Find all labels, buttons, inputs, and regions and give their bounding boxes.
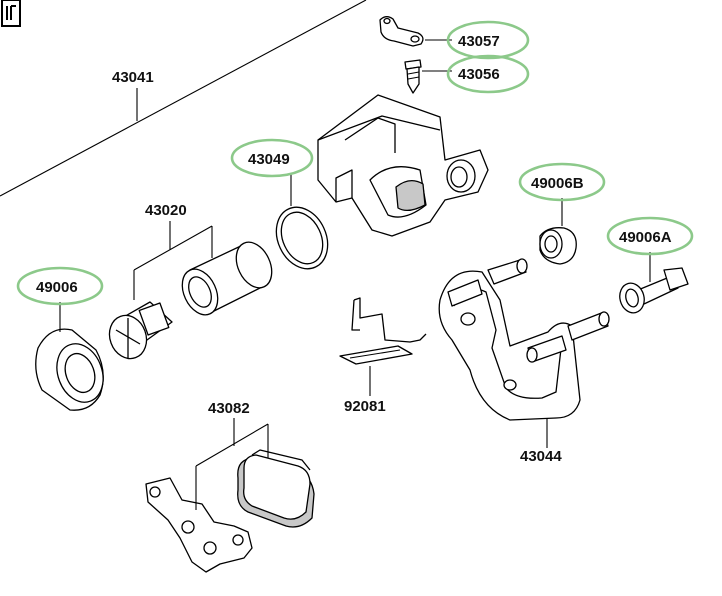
part-seal-ring [275, 174, 329, 270]
assembly-line-43041 [0, 0, 367, 197]
page-corner-icon [1, 0, 21, 27]
part-pad-spring [339, 297, 427, 396]
label-43056: 43056 [458, 66, 500, 83]
highlight-43057 [446, 20, 530, 60]
label-92081: 92081 [344, 398, 386, 415]
label-43044: 43044 [520, 448, 562, 465]
label-43041: 43041 [112, 69, 154, 86]
part-piston [181, 241, 273, 316]
highlight-43049 [230, 138, 314, 178]
label-49006A: 49006A [619, 229, 672, 246]
highlight-49006B [518, 162, 606, 202]
label-43049: 43049 [248, 151, 290, 168]
part-bleeder-cap [379, 16, 452, 47]
part-dust-boot [35, 302, 104, 411]
part-piston-insulator [108, 301, 173, 360]
leader-43020 [133, 221, 213, 300]
label-43020: 43020 [145, 202, 187, 219]
highlight-43056 [446, 54, 530, 94]
part-brake-pad [237, 449, 315, 528]
part-pad-shim [145, 477, 253, 573]
highlight-49006 [16, 266, 104, 306]
part-pin-boot-small [539, 198, 577, 265]
part-pin-bolt [619, 252, 689, 314]
part-caliper-bracket [438, 258, 610, 448]
leader-43082 [195, 418, 269, 510]
part-bleeder-valve [404, 59, 452, 94]
part-caliper-body [317, 94, 489, 237]
label-43057: 43057 [458, 33, 500, 50]
highlight-49006A [606, 216, 694, 256]
highlight-marks [16, 20, 694, 306]
label-49006: 49006 [36, 279, 78, 296]
part-labels: 43041 43057 43056 43049 43020 49006B 490… [36, 33, 672, 465]
label-43082: 43082 [208, 400, 250, 417]
label-49006B: 49006B [531, 175, 584, 192]
